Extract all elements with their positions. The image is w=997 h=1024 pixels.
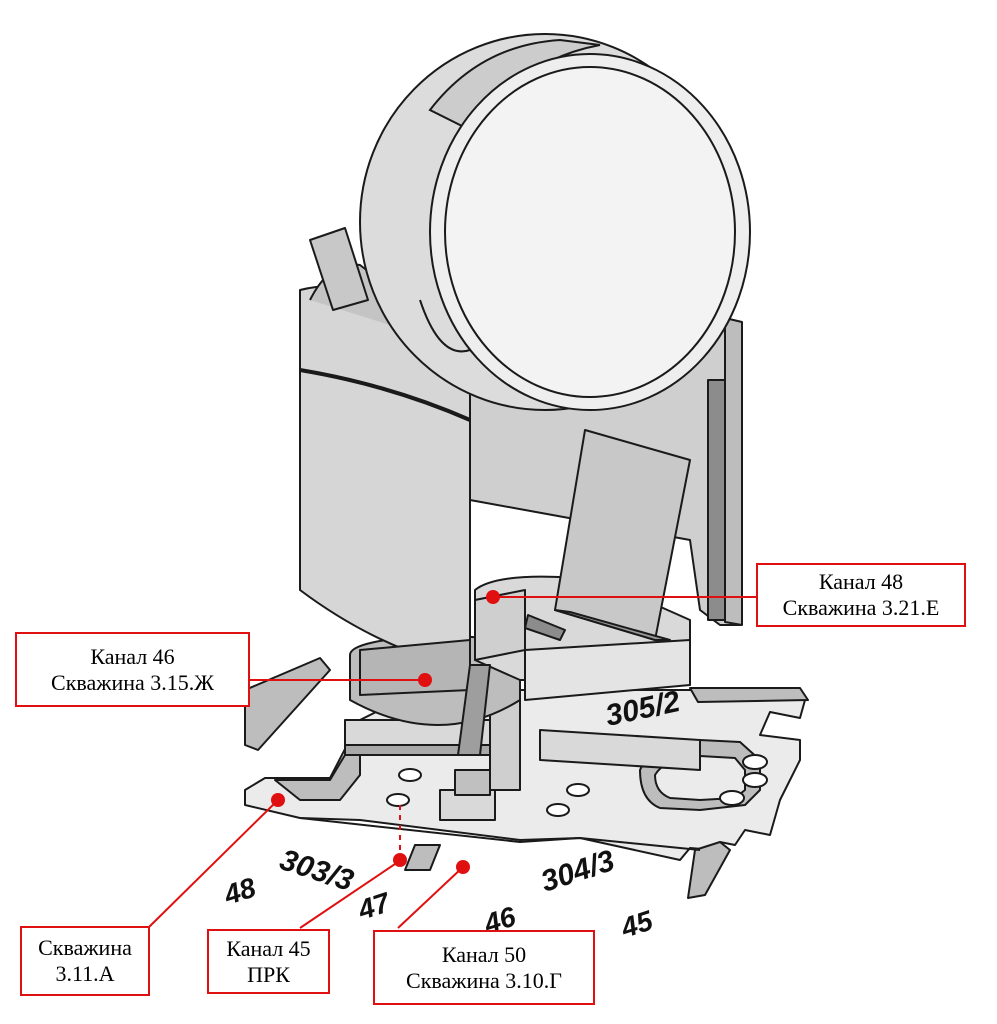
axis-label-48: 48 xyxy=(219,871,260,911)
callout-canal-46-line1: Канал 46 xyxy=(90,643,175,669)
leader-lines xyxy=(147,596,756,929)
marker-well-3-11-a xyxy=(271,793,285,807)
marker-canal-48 xyxy=(486,590,500,604)
callout-canal-45: Канал 45 ПРК xyxy=(207,929,330,994)
callout-well-3-11-a-line1: Скважина xyxy=(38,935,132,960)
callout-well-3-11-a-line2: 3.11.А xyxy=(55,961,115,986)
callout-canal-45-line2: ПРК xyxy=(247,961,290,987)
callout-canal-50: Канал 50 Скважина 3.10.Г xyxy=(373,930,595,1005)
callout-canal-50-line1: Канал 50 xyxy=(441,941,527,967)
leader-canal-45 xyxy=(299,861,399,929)
upper-disk xyxy=(359,33,751,411)
marker-canal-46 xyxy=(418,673,432,687)
axis-label-47: 47 xyxy=(353,886,395,926)
callout-canal-48: Канал 48 Скважина 3.21.Е xyxy=(756,563,966,627)
axis-label-45: 45 xyxy=(616,904,657,944)
room-label-303-3: 303/3 xyxy=(276,843,358,898)
leader-canal-50 xyxy=(397,866,464,929)
callout-canal-50-line2: Скважина 3.10.Г xyxy=(406,967,562,993)
marker-canal-50 xyxy=(456,860,470,874)
callout-canal-48-line2: Скважина 3.21.Е xyxy=(782,595,940,620)
callout-well-3-11-a: Скважина 3.11.А xyxy=(20,926,150,996)
leader-well-3-11-a xyxy=(147,799,279,929)
room-label-304-3: 304/3 xyxy=(537,844,619,899)
callout-canal-46-line2: Скважина 3.15.Ж xyxy=(51,669,214,695)
callout-canal-45-line1: Канал 45 xyxy=(226,935,311,961)
callout-canal-48-line1: Канал 48 xyxy=(818,569,904,594)
markers xyxy=(271,590,500,874)
marker-canal-45 xyxy=(393,853,407,867)
callout-canal-46: Канал 46 Скважина 3.15.Ж xyxy=(15,632,250,707)
